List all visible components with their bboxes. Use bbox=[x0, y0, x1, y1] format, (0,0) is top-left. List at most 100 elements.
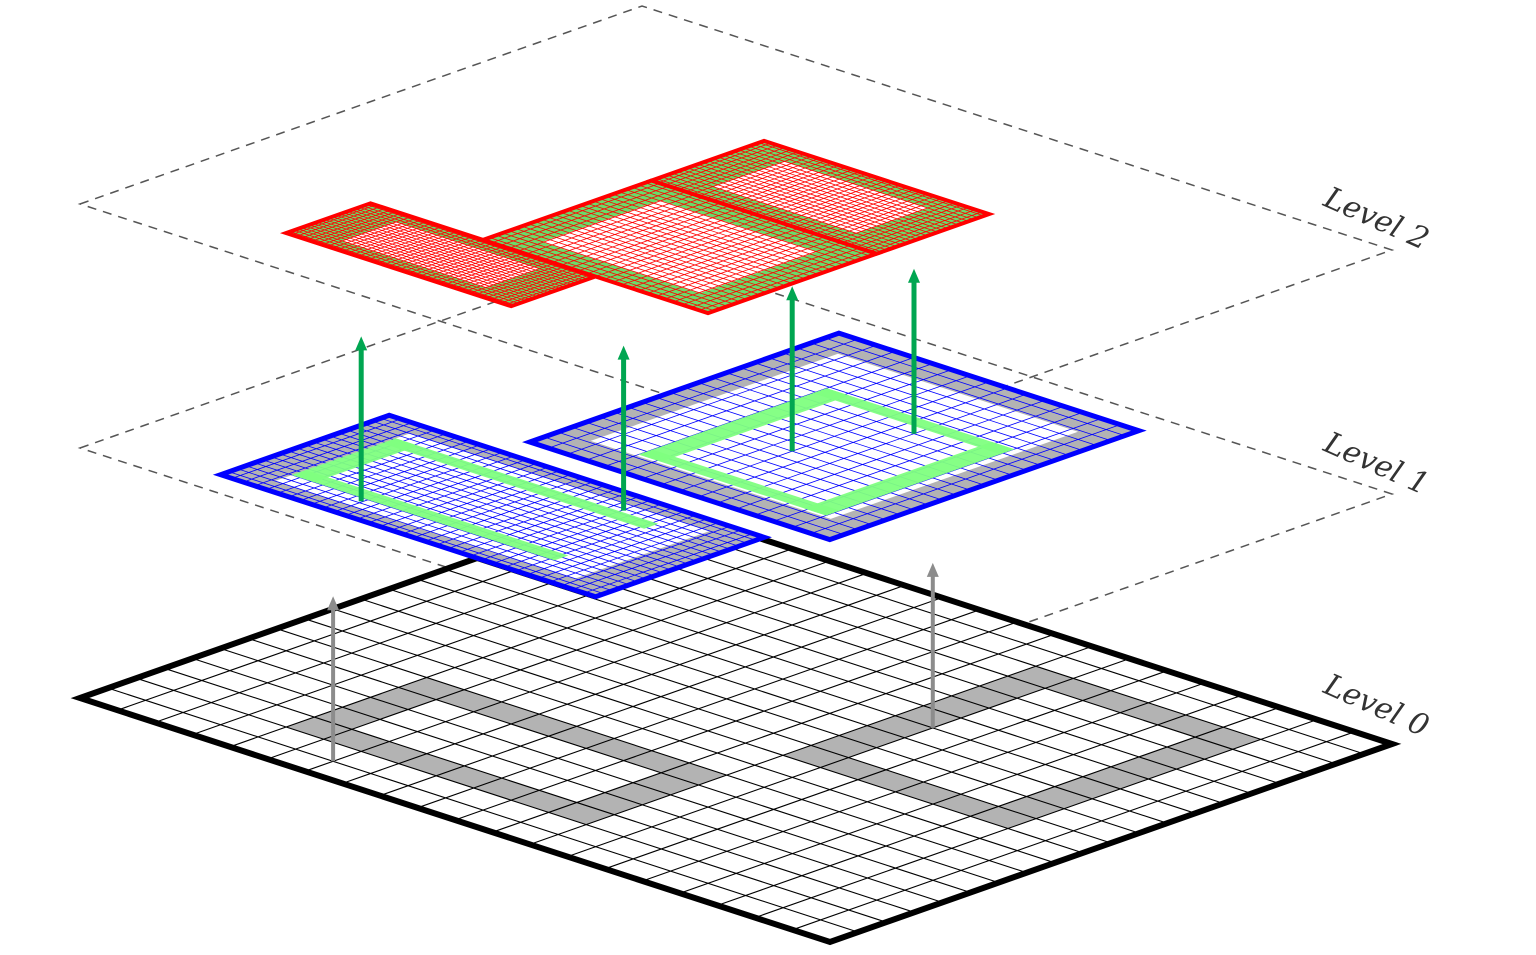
level-2-patch-1-grid-line bbox=[383, 234, 468, 265]
level-2-patch-3-grid-line bbox=[828, 198, 942, 239]
level-2-patch-3-grid-line bbox=[671, 147, 785, 188]
level-0-flagged-cell bbox=[1167, 737, 1233, 760]
level-1-patch-1-grid-line bbox=[368, 463, 538, 524]
level-2-patch-3-grid-line bbox=[743, 147, 969, 222]
level-1-patch-2-grid-line bbox=[642, 369, 952, 479]
level-2-patch-2-grid-line bbox=[638, 230, 808, 291]
level-2-patch-1-grid-line bbox=[429, 249, 514, 280]
level-1-patch-1-grid-line bbox=[228, 471, 605, 595]
level-2-patch-1-grid-line bbox=[505, 274, 591, 305]
level-1-patch-2-grid-line bbox=[585, 351, 896, 461]
green-arrow-head bbox=[617, 345, 630, 360]
level-2-patch-2-grid-line bbox=[508, 188, 678, 249]
level-2-patch-2-grid-line bbox=[647, 233, 817, 294]
level-1-patch-2-grid-line bbox=[735, 399, 1046, 510]
level-2-patch-1-grid-line bbox=[424, 247, 509, 279]
level-1-patch-1-grid-line bbox=[424, 481, 594, 542]
level-2-patch-2-grid-line bbox=[681, 244, 851, 306]
level-2-patch-3-grid-line bbox=[712, 160, 826, 201]
level-2-patch-3-grid-line bbox=[760, 176, 874, 217]
level-0-border bbox=[70, 496, 1402, 946]
level-2-patch-1-grid-line bbox=[459, 259, 545, 290]
gray-arrow-head bbox=[926, 562, 939, 577]
level-2-patch-1-grid-line bbox=[485, 267, 571, 299]
level-2-patch-1-grid-line bbox=[321, 214, 407, 245]
level-1-patch-2-grid-line bbox=[717, 393, 1027, 504]
level-2-patch-3-border bbox=[645, 138, 996, 256]
level-2-patch-3-grid-line bbox=[842, 202, 956, 243]
level-2-patch-3-grid-line bbox=[665, 144, 778, 186]
level-2-patch-2-grid-line bbox=[552, 202, 721, 263]
level-2-patch-3-grid-line bbox=[705, 158, 819, 199]
level-1-patch-1-grid-line bbox=[504, 507, 674, 568]
level-2-patch-3-grid-line bbox=[671, 172, 898, 247]
level-1-patch-1-grid-line bbox=[549, 522, 719, 583]
level-1-patch-2-grid-line bbox=[792, 418, 1102, 528]
level-1-patch-1-grid-line bbox=[330, 435, 706, 559]
level-2-patch-1-grid-line bbox=[301, 207, 386, 239]
level-0-grid-line bbox=[388, 588, 1140, 834]
level-2-patch-3-grid-line bbox=[849, 204, 962, 246]
level-1-patch-2-grid-line bbox=[567, 344, 877, 455]
level-1-patch-1-grid-line bbox=[572, 529, 742, 590]
level-1-patch-1-grid-line bbox=[436, 485, 606, 546]
level-0-flagged-cell bbox=[633, 772, 699, 795]
level-0-flagged-cell bbox=[623, 750, 690, 773]
level-0-flagged-cell bbox=[1120, 702, 1186, 725]
level-2-patch-1-grid-line bbox=[454, 257, 540, 289]
level-2-patch-2-grid-line bbox=[621, 225, 791, 286]
level-1-patch-1-grid-line bbox=[470, 496, 640, 557]
level-0-flagged-cell bbox=[1026, 786, 1093, 809]
level-2-patch-3-grid-line bbox=[748, 145, 974, 220]
level-1-patch-1-grid-line bbox=[288, 437, 458, 498]
level-1-patch-1-grid-line bbox=[245, 465, 622, 589]
level-2-patch-1-grid-line bbox=[316, 212, 402, 244]
level-0-flagged-cell bbox=[895, 705, 961, 728]
level-1-patches bbox=[212, 330, 1147, 600]
level-0-flagged-cell bbox=[1082, 766, 1149, 789]
level-0-flagged-cell bbox=[342, 697, 408, 720]
level-2-patch-1-grid-line bbox=[439, 252, 525, 284]
level-2-patch-3-grid-line bbox=[821, 196, 935, 237]
level-2-patch-2-grid-line bbox=[604, 219, 773, 280]
level-1-patch-1-grid-line bbox=[237, 468, 613, 592]
level-1-flagged-band bbox=[291, 438, 419, 483]
level-2-patch-2-grid-line bbox=[612, 222, 782, 283]
level-0-grid-line bbox=[492, 633, 1055, 833]
level-0-grid-line bbox=[754, 719, 1318, 919]
level-0-flagged-cell bbox=[895, 782, 961, 805]
level-0-flagged-cell bbox=[1110, 756, 1177, 779]
level-0-flagged-cell bbox=[398, 753, 465, 776]
level-0-flagged-cell bbox=[473, 701, 540, 724]
level-1-patch-1-grid-line bbox=[334, 451, 503, 513]
level-1-patch-1-grid-line bbox=[313, 441, 689, 565]
level-1-patch-1-grid-line bbox=[379, 466, 549, 527]
level-0-flagged-cell bbox=[1157, 715, 1224, 738]
level-2-patch-3-grid-line bbox=[740, 169, 853, 210]
level-2-patch-1-grid-line bbox=[357, 226, 443, 257]
level-2-patch-2-grid-line bbox=[543, 199, 713, 260]
level-2-patch-1-grid-line bbox=[311, 211, 397, 242]
level-2-patch-3-grid-line bbox=[787, 184, 901, 226]
level-0-flagged-cell bbox=[979, 676, 1046, 699]
level-2-patch-1-grid-line bbox=[367, 229, 453, 260]
level-0-flagged-cell bbox=[314, 707, 380, 730]
level-2-patch-3-grid-line bbox=[733, 167, 846, 208]
level-0-flagged-cell bbox=[857, 769, 924, 792]
level-1-patch-layer bbox=[212, 330, 1147, 600]
level-2-patch-3-grid-line bbox=[699, 156, 812, 197]
green-arrow-head bbox=[786, 286, 799, 301]
level-2-patch-1-grid-line bbox=[352, 224, 438, 255]
level-1-patch-1-grid-line bbox=[231, 418, 401, 479]
level-2-patch-3-grid-line bbox=[758, 142, 985, 217]
level-2-patch-2-grid-line bbox=[526, 194, 696, 255]
level-2-patch-3-grid-line bbox=[774, 180, 887, 221]
level-2-patch-2-grid-line bbox=[690, 247, 860, 308]
level-2-patch-1-grid-line bbox=[393, 237, 479, 269]
level-2-patch-3-grid-line bbox=[712, 158, 939, 233]
level-2-patch-2-grid-line bbox=[560, 205, 730, 266]
level-0-flagged-cell bbox=[867, 715, 933, 738]
level-2-patch-3-grid-line bbox=[658, 142, 771, 184]
